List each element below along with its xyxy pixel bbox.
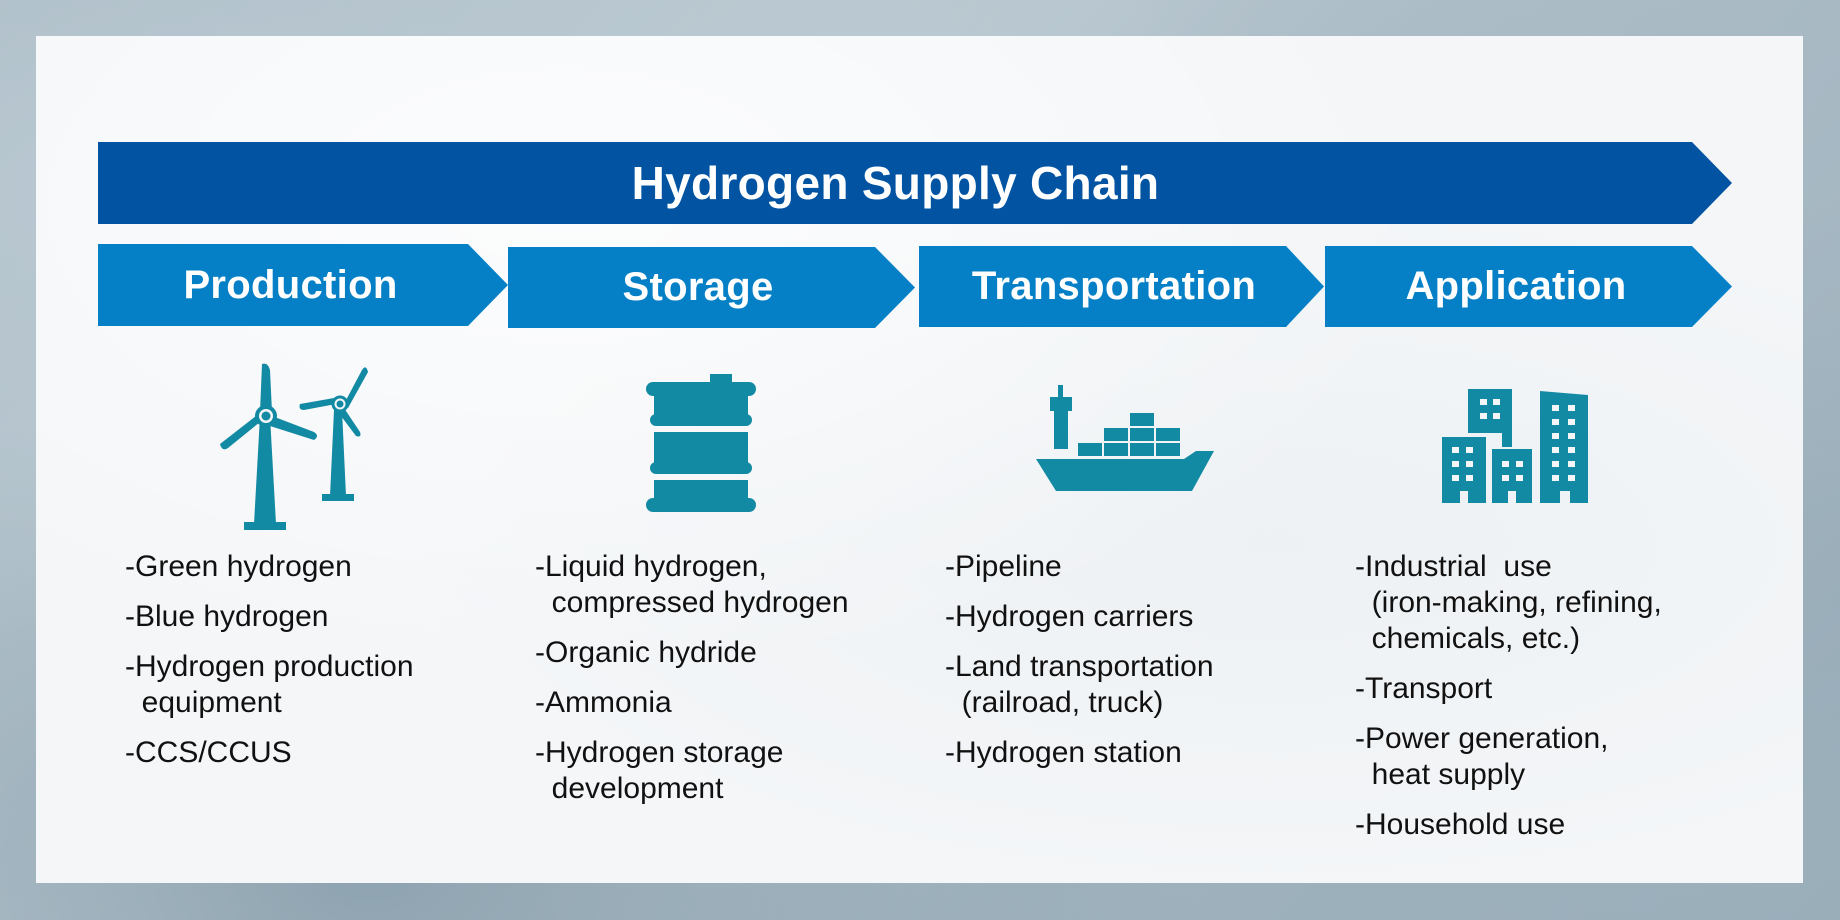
- stage-storage: Storage: [508, 247, 915, 329]
- list-item: -Ammonia: [535, 686, 672, 719]
- list-item: -Power generation, heat supply: [1355, 722, 1609, 791]
- stage-label-production: Production: [183, 262, 398, 307]
- list-item: -Organic hydride: [535, 636, 757, 669]
- chevron-shape: [98, 244, 508, 326]
- list-item: -Blue hydrogen: [125, 600, 329, 633]
- list-item: -Land transportation (railroad, truck): [945, 650, 1214, 719]
- diagram-title: Hydrogen Supply Chain: [631, 157, 1160, 209]
- stage-label-storage: Storage: [622, 265, 774, 309]
- list-item: -Hydrogen storage development: [535, 736, 784, 805]
- storage-items: -Liquid hydrogen, compressed hydrogen -O…: [535, 549, 849, 821]
- chevron-shape: [508, 247, 915, 328]
- list-item: -Transport: [1355, 672, 1493, 705]
- production-items: -Green hydrogen -Blue hydrogen -Hydrogen…: [125, 549, 414, 785]
- supply-chain-banner: Hydrogen Supply Chain: [98, 142, 1732, 224]
- list-item: -Hydrogen carriers: [945, 600, 1194, 633]
- cargo-ship-icon: [1036, 385, 1214, 491]
- list-item: -Green hydrogen: [125, 550, 352, 583]
- stage-label-transportation: Transportation: [971, 264, 1257, 308]
- list-item: -CCS/CCUS: [125, 736, 292, 769]
- list-item: -Hydrogen production equipment: [125, 650, 414, 719]
- stage-application: Application: [1325, 246, 1732, 328]
- list-item: -Industrial use (iron-making, refining, …: [1355, 550, 1662, 655]
- banner-arrow-shape: [98, 142, 1732, 224]
- list-item: -Household use: [1355, 808, 1566, 841]
- stage-transportation: Transportation: [919, 246, 1324, 328]
- barrel-icon: [646, 374, 756, 512]
- buildings-icon: [1442, 389, 1588, 503]
- wind-turbine-icon: [220, 363, 368, 530]
- list-item: -Liquid hydrogen, compressed hydrogen: [535, 550, 849, 619]
- transportation-items: -Pipeline -Hydrogen carriers -Land trans…: [945, 549, 1214, 785]
- chevron-shape: [1325, 246, 1732, 327]
- stage-label-application: Application: [1405, 264, 1627, 308]
- chevron-shape: [919, 246, 1324, 327]
- application-items: -Industrial use (iron-making, refining, …: [1355, 549, 1662, 857]
- list-item: -Hydrogen station: [945, 736, 1182, 769]
- list-item: -Pipeline: [945, 550, 1062, 583]
- stage-production: Production: [98, 244, 508, 326]
